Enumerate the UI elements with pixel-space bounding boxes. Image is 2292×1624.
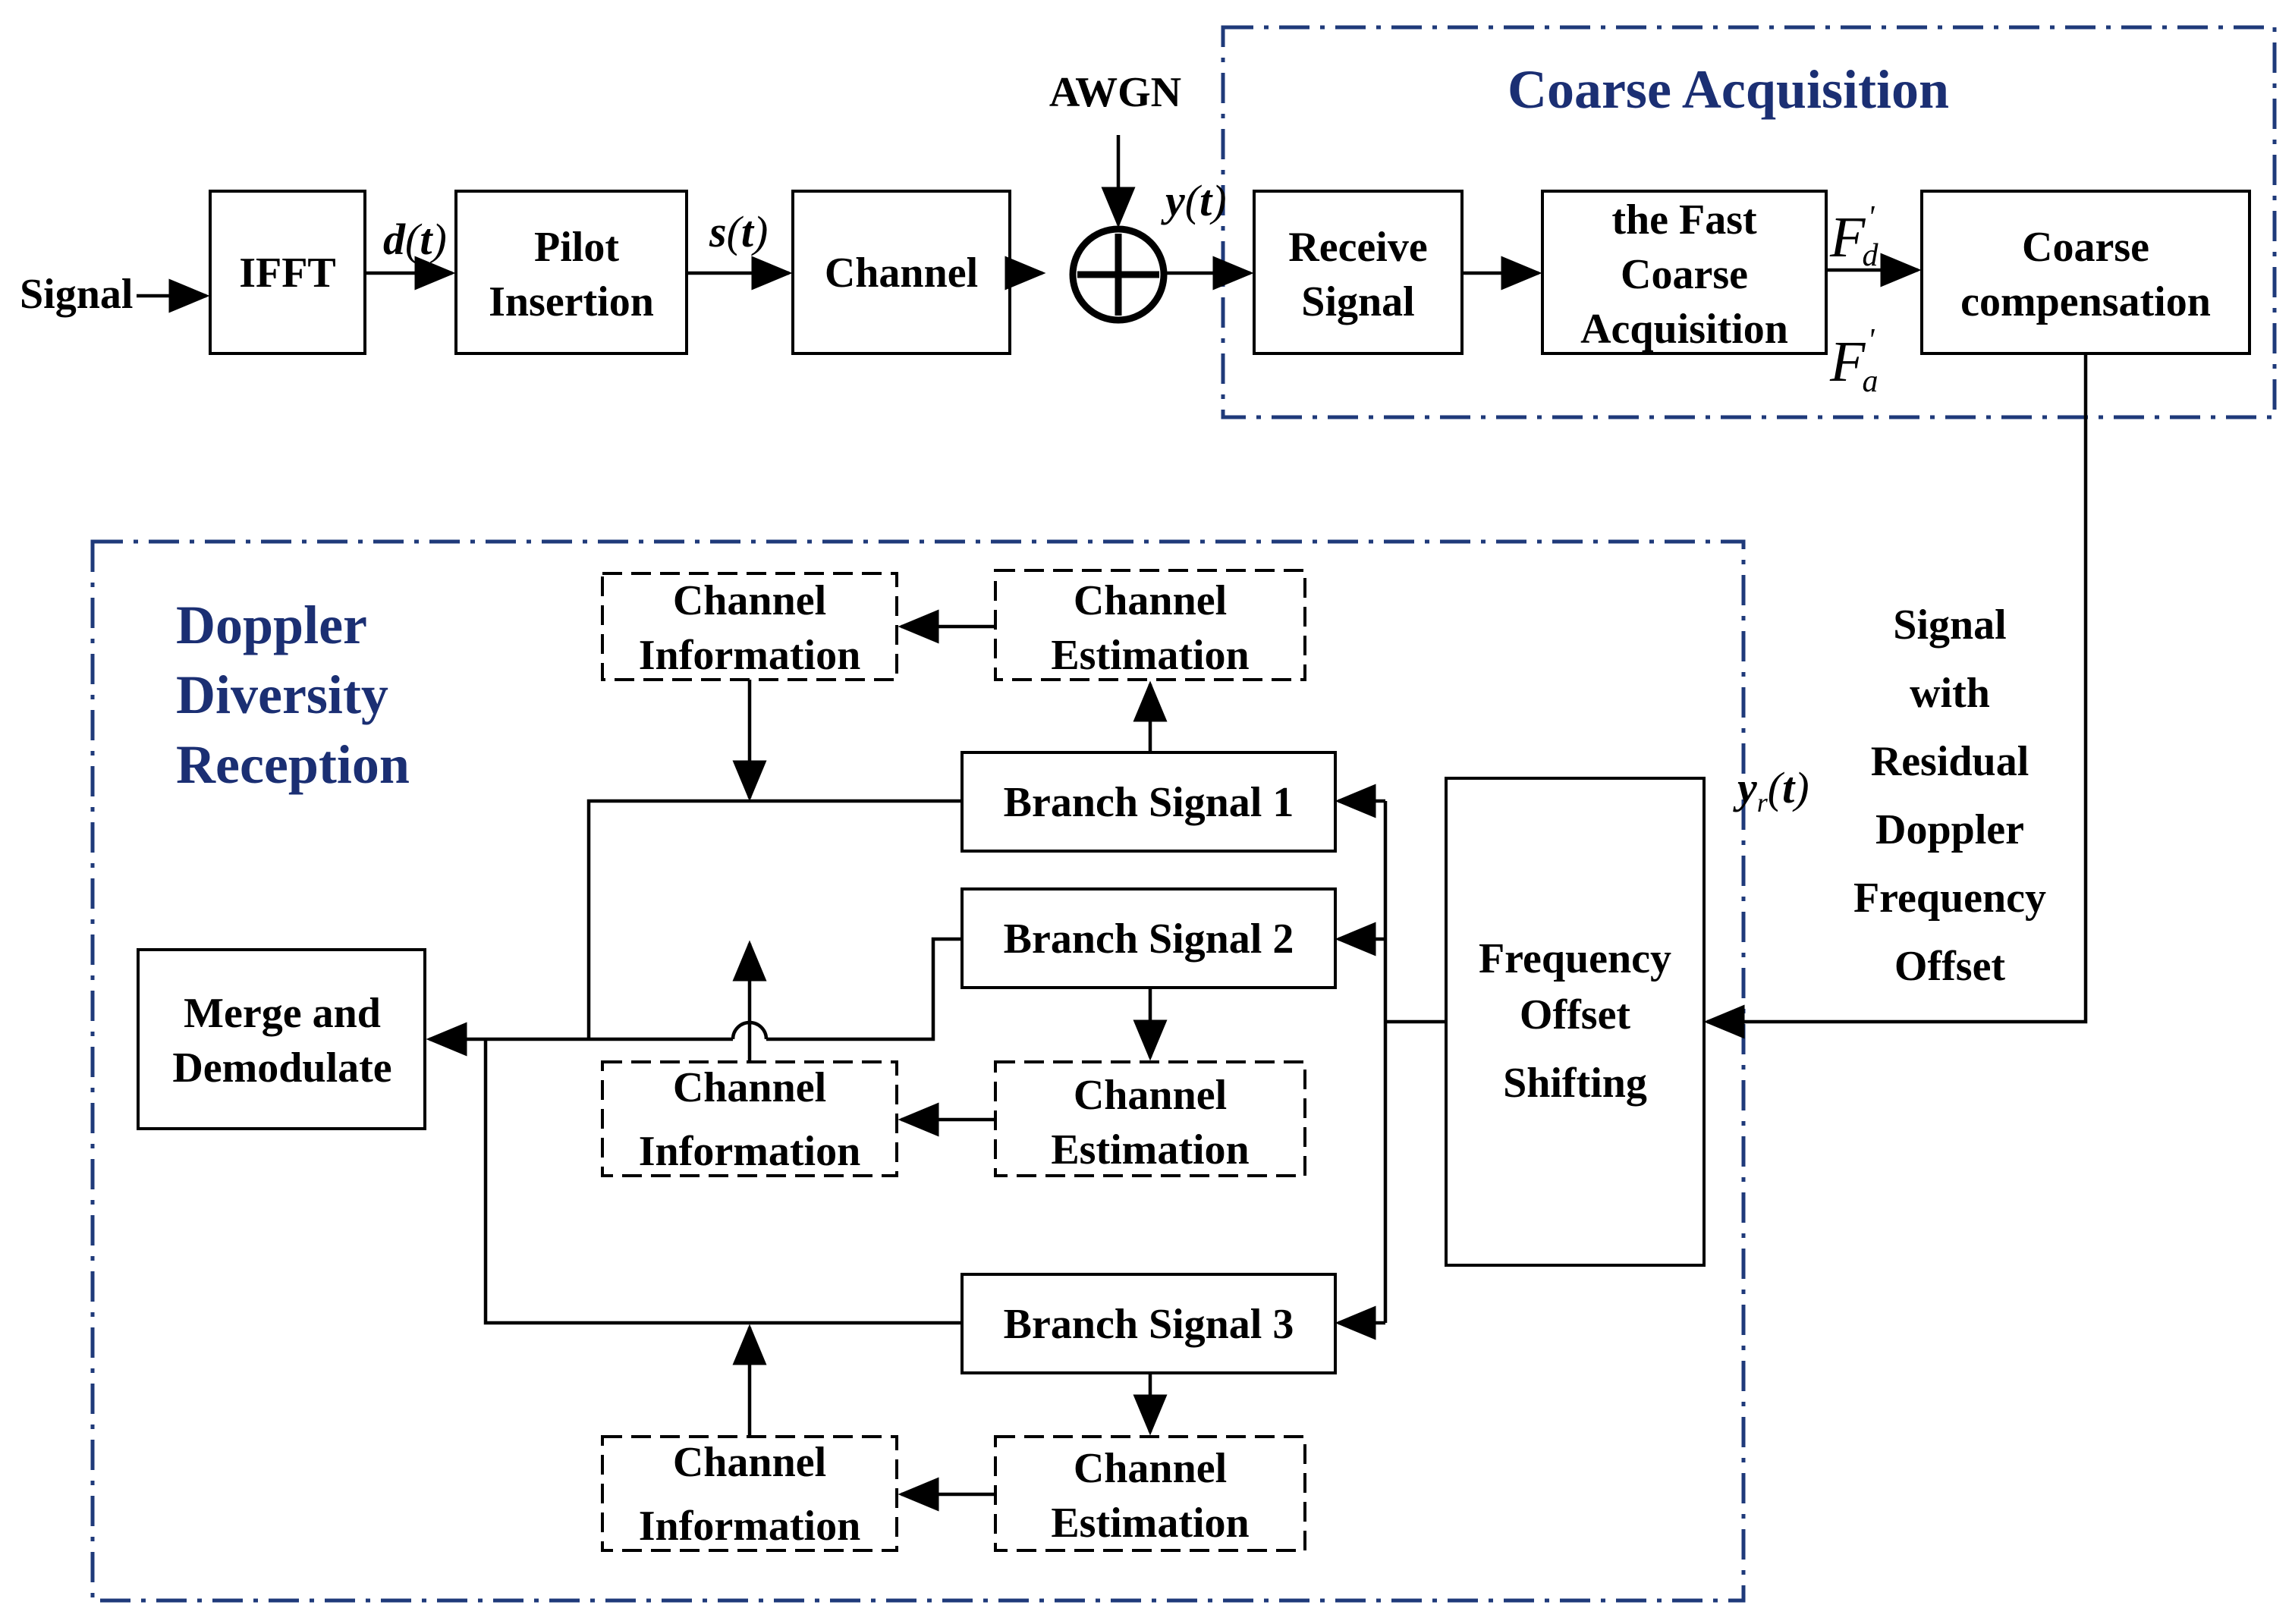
receive-signal-block [1253, 190, 1464, 355]
dt-label: d(t) [383, 215, 447, 264]
channel-estimation-1-label-2: Estimation [1051, 632, 1249, 679]
channel-information-1-label-2: Information [639, 632, 860, 679]
fa-label: Fa' [1829, 323, 1878, 399]
channel-estimation-1-label: Channel [1074, 577, 1227, 624]
residual-doppler-label: Signal with Residual Doppler Frequency O… [1853, 602, 2046, 990]
coarse-compensation-label: Coarse [2022, 224, 2149, 271]
fast-coarse-acquisition-block [1541, 190, 1828, 355]
svg-text:with: with [1910, 670, 1990, 717]
channel-information-3-block [601, 1435, 898, 1552]
awgn-label: AWGN [1049, 69, 1181, 116]
channel-estimation-3-block [994, 1435, 1306, 1552]
yr-label: yr(t) [1733, 763, 1809, 818]
branch-signal-2-label: Branch Signal 2 [1004, 916, 1294, 963]
frequency-offset-shifting-block [1445, 777, 1706, 1267]
st-label: s(t) [709, 207, 768, 256]
svg-text:Residual: Residual [1871, 738, 2029, 785]
fast-coarse-acquisition-label: the Fast [1611, 196, 1757, 243]
branch2-combine-line [766, 937, 962, 1041]
channel-estimation-1-block [994, 569, 1306, 681]
coarse-compensation-block [1920, 190, 2251, 355]
coarse-compensation-label-2: compensation [1960, 278, 2211, 325]
svg-text:Doppler: Doppler [176, 595, 367, 655]
branch-signal-3-label: Branch Signal 3 [1004, 1301, 1294, 1348]
frequency-offset-shifting-label: Frequency [1479, 935, 1671, 982]
merge-and-demodulate-block [137, 948, 426, 1130]
fd-label: Fd' [1829, 200, 1879, 273]
channel-information-2-block [601, 1060, 898, 1177]
ifft-label: IFFT [239, 250, 336, 297]
svg-text:Frequency: Frequency [1853, 875, 2046, 922]
frequency-offset-shifting-label-2: Offset [1520, 991, 1631, 1038]
compensation-to-shifting-line [1703, 353, 2088, 1039]
pilot-insertion-label-2: Insertion [489, 278, 654, 325]
channel-information-1-block [601, 572, 898, 681]
channel-information-1-label: Channel [673, 577, 826, 624]
fast-coarse-acquisition-label-2: Coarse [1621, 251, 1748, 298]
channel-information-2-label: Channel [673, 1064, 826, 1111]
adder-symbol [1069, 225, 1168, 324]
svg-text:Offset: Offset [1894, 943, 2006, 990]
svg-text:Reception: Reception [176, 734, 410, 795]
channel-estimation-3-label: Channel [1074, 1445, 1227, 1492]
receive-signal-label-2: Signal [1301, 278, 1414, 325]
coarse-acquisition-group [1221, 25, 2277, 419]
coarse-acquisition-title: Coarse Acquisition [1508, 59, 1949, 120]
pilot-insertion-label: Pilot [534, 224, 619, 271]
channel-block [791, 190, 1011, 355]
channel-estimation-2-label: Channel [1074, 1072, 1227, 1119]
channel-information-2-label-2: Information [639, 1128, 860, 1175]
channel-information-3-label: Channel [673, 1439, 826, 1486]
branch1-combine-line [586, 799, 962, 1039]
branch-signal-1-label: Branch Signal 1 [1004, 779, 1294, 826]
ifft-block [209, 190, 366, 355]
svg-text:Diversity: Diversity [176, 664, 388, 725]
channel-label: Channel [825, 250, 978, 297]
merge-and-demodulate-label: Merge and [184, 990, 381, 1037]
channel-information-3-label-2: Information [639, 1503, 860, 1550]
channel-estimation-2-label-2: Estimation [1051, 1126, 1249, 1173]
svg-text:Doppler: Doppler [1875, 806, 2024, 853]
yt-label: y(t) [1161, 176, 1227, 225]
doppler-diversity-group [90, 539, 1746, 1603]
doppler-diversity-title: Doppler Diversity Reception [176, 595, 410, 795]
frequency-offset-shifting-label-3: Shifting [1503, 1060, 1647, 1107]
merge-and-demodulate-label-2: Demodulate [172, 1044, 391, 1092]
combine-hop-arc [731, 1020, 769, 1040]
signal-input-label: Signal [20, 271, 133, 318]
channel-estimation-3-label-2: Estimation [1051, 1500, 1249, 1547]
fast-coarse-acquisition-label-3: Acquisition [1580, 306, 1788, 353]
receive-signal-label: Receive [1288, 224, 1427, 271]
svg-text:Signal: Signal [1893, 602, 2006, 649]
branch3-combine-line [483, 1039, 962, 1325]
pilot-insertion-block [454, 190, 688, 355]
